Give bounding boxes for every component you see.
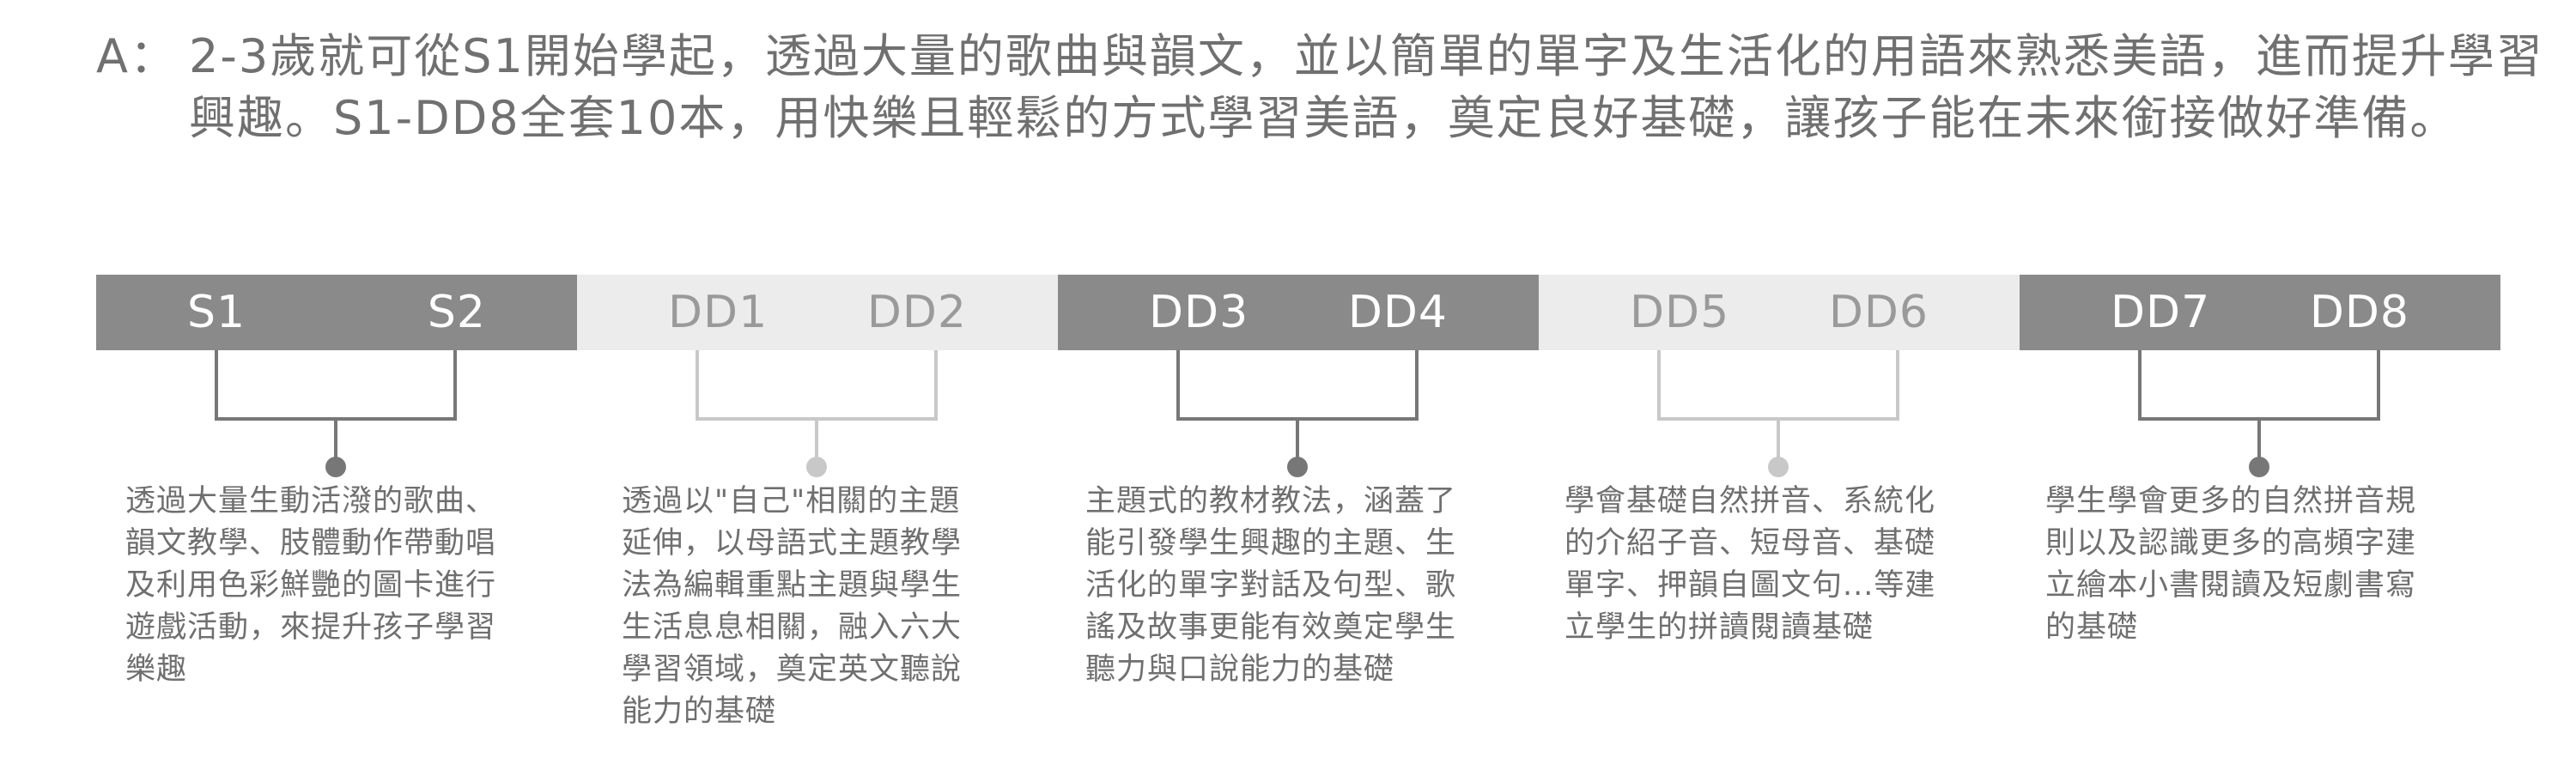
- level-label-dd5: DD5: [1630, 287, 1730, 338]
- bracket-s1-s2: [215, 350, 457, 465]
- bracket-dot-dd7-dd8: [2249, 457, 2269, 477]
- description-dd5-dd6: 學會基礎自然拼音、系統化 的介紹子音、短母音、基礎 單字、押韻自圖文句...等建…: [1564, 484, 1936, 645]
- level-segment-dd1-dd2: DD1 DD2: [577, 275, 1058, 350]
- level-label-s2: S2: [427, 287, 486, 338]
- level-label-dd1: DD1: [668, 287, 769, 338]
- bracket-dd7-dd8: [2138, 350, 2380, 465]
- level-segment-s1-s2: S1 S2: [96, 275, 577, 350]
- description-dd7-dd8: 學生學會更多的自然拼音規 則以及認識更多的高頻字建 立繪本小書閱讀及短劇書寫 的…: [2045, 484, 2417, 645]
- description-s1-s2: 透過大量生動活潑的歌曲、 韻文教學、肢體動作帶動唱 及利用色彩鮮艷的圖卡進行 遊…: [125, 484, 497, 687]
- bracket-dot-dd5-dd6: [1768, 457, 1789, 477]
- level-band: S1 S2 DD1 DD2 DD3 DD4 DD5 DD6 DD7 DD8: [96, 275, 2500, 350]
- description-dd3-dd4: 主題式的教材教法，涵蓋了 能引發學生興趣的主題、生 活化的單字對話及句型、歌 謠…: [1085, 484, 1457, 687]
- bracket-dot-dd1-dd2: [806, 457, 827, 477]
- level-label-dd2: DD2: [866, 287, 967, 338]
- level-label-dd7: DD7: [2111, 287, 2211, 338]
- answer-text: 2-3歲就可從S1開始學起，透過大量的歌曲與韻文，並以簡單的單字及生活化的用語來…: [189, 29, 2544, 145]
- level-label-s1: S1: [187, 287, 246, 338]
- bracket-dot-dd3-dd4: [1287, 457, 1308, 477]
- bracket-dd5-dd6: [1657, 350, 1899, 465]
- bracket-dd1-dd2: [696, 350, 938, 465]
- level-segment-dd5-dd6: DD5 DD6: [1539, 275, 2020, 350]
- level-label-dd3: DD3: [1149, 287, 1249, 338]
- level-label-dd6: DD6: [1828, 287, 1929, 338]
- bracket-dot-s1-s2: [325, 457, 346, 477]
- level-segment-dd7-dd8: DD7 DD8: [2020, 275, 2500, 350]
- level-label-dd4: DD4: [1347, 287, 1448, 338]
- answer-prefix: A：: [96, 29, 178, 83]
- description-dd1-dd2: 透過以"自己"相關的主題 延伸，以母語式主題教學 法為編輯重點主題與學生 生活息…: [622, 484, 963, 729]
- bracket-dd3-dd4: [1176, 350, 1419, 465]
- level-segment-dd3-dd4: DD3 DD4: [1058, 275, 1539, 350]
- level-label-dd8: DD8: [2309, 287, 2409, 338]
